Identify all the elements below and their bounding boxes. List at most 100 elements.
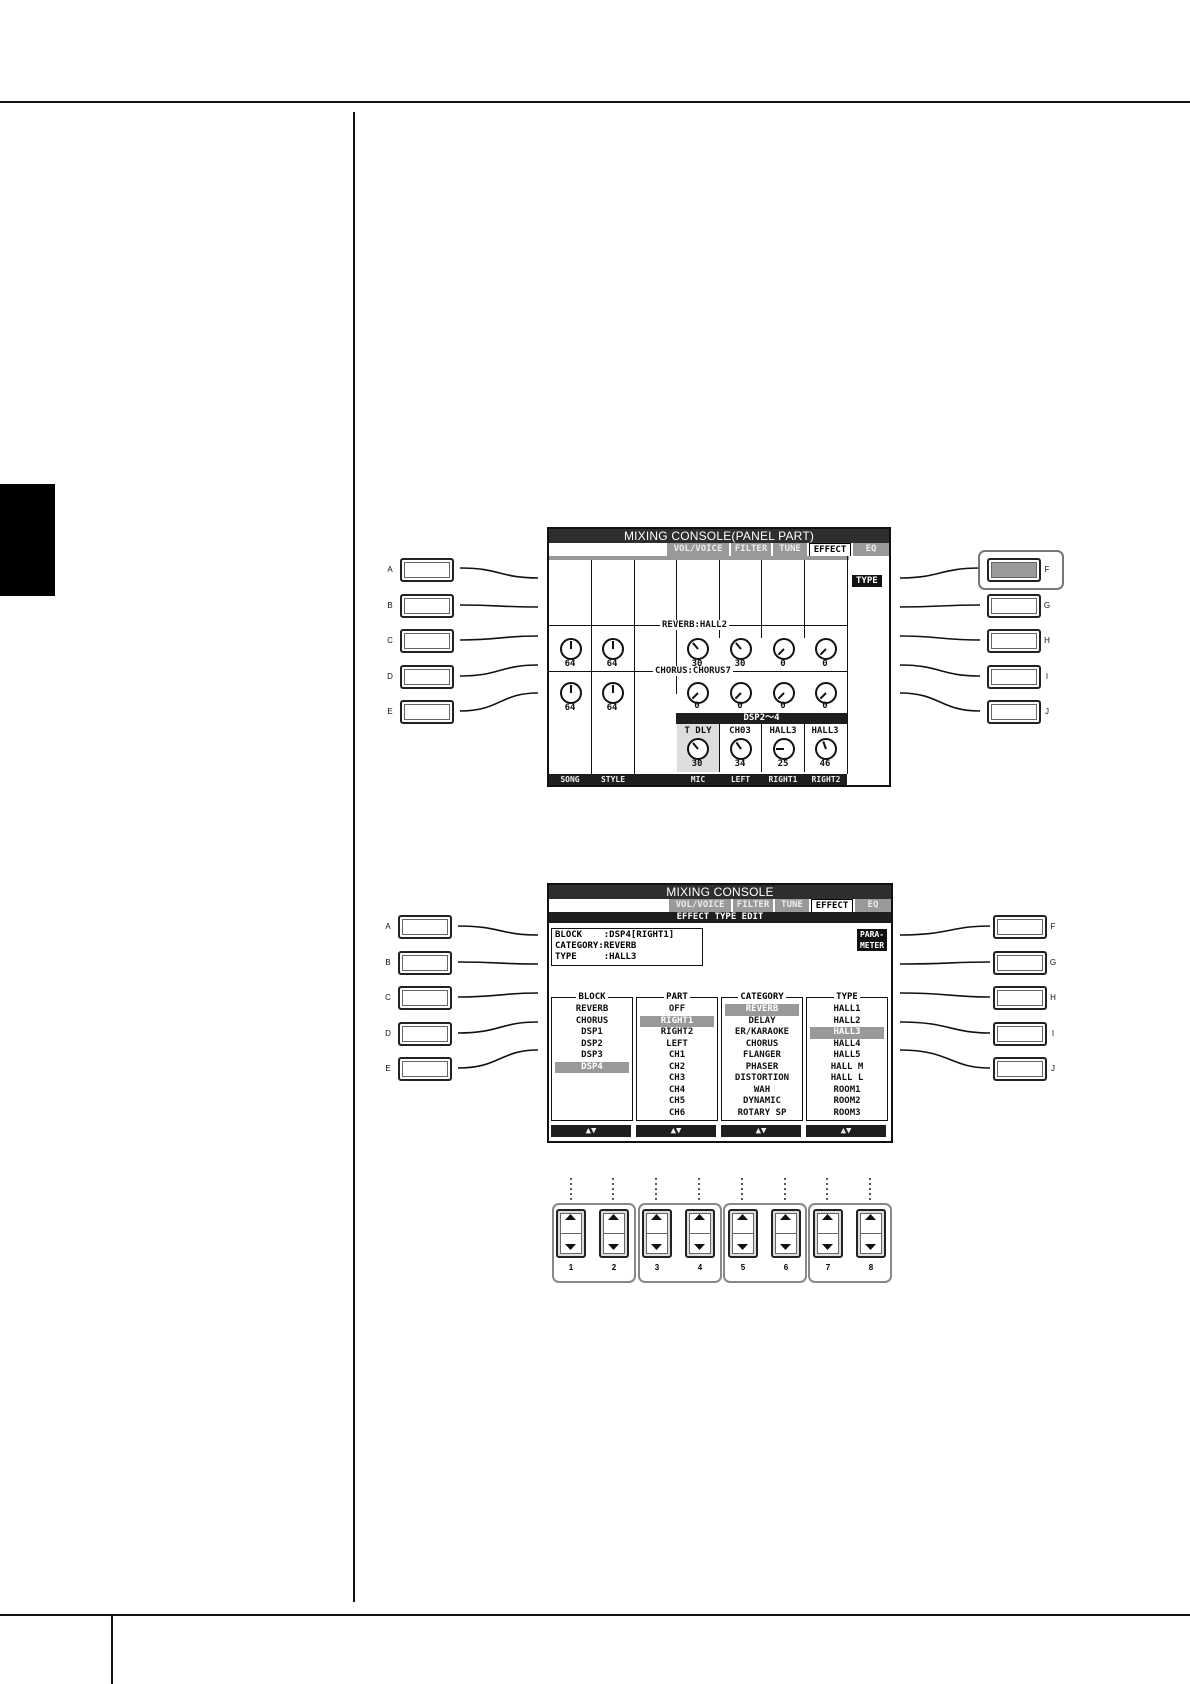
parameter-button[interactable]: PARA- METER [857, 929, 887, 951]
type-item-selected[interactable]: HALL3 [810, 1027, 884, 1039]
type-item[interactable]: HALL4 [833, 1038, 861, 1049]
reverb-knob-song[interactable] [560, 638, 582, 660]
updown-button-2[interactable] [599, 1209, 629, 1258]
panel-button-b[interactable] [400, 594, 454, 618]
dsp-knob-right2[interactable] [815, 738, 837, 760]
updown-button-8[interactable] [856, 1209, 886, 1258]
reverb-knob-right1[interactable] [773, 638, 795, 660]
panel-button-i[interactable] [987, 665, 1041, 689]
part-item[interactable]: CH2 [668, 1061, 686, 1072]
updown-button-6[interactable] [771, 1209, 801, 1258]
tab-effect-2[interactable]: EFFECT [811, 899, 853, 912]
tab-tune[interactable]: TUNE [773, 543, 807, 556]
block-item-selected[interactable]: DSP4 [555, 1061, 629, 1073]
tab-vol-voice-2[interactable]: VOL/VOICE [669, 899, 731, 912]
block-item[interactable]: REVERB [575, 1004, 609, 1014]
category-item[interactable]: FLANGER [743, 1050, 781, 1060]
panel-button-j-2[interactable] [993, 1057, 1047, 1081]
category-item-selected[interactable]: REVERB [725, 1004, 799, 1016]
updown-button-3[interactable] [642, 1209, 672, 1258]
type-item[interactable]: HALL2 [833, 1015, 861, 1026]
panel-button-g[interactable] [987, 594, 1041, 618]
type-item[interactable]: ROOM3 [833, 1107, 861, 1118]
part-item[interactable]: CH1 [668, 1050, 686, 1060]
panel-button-a-2[interactable] [398, 915, 452, 939]
part-item[interactable]: LEFT [666, 1038, 688, 1049]
category-item[interactable]: DELAY [748, 1015, 776, 1026]
panel-button-c-2[interactable] [398, 986, 452, 1010]
updown-button-4[interactable] [685, 1209, 715, 1258]
category-item[interactable]: ER/KARAOKE [734, 1027, 790, 1037]
category-scroll-arrows[interactable]: ▲▼ [721, 1125, 801, 1137]
type-item[interactable]: HALL5 [833, 1050, 861, 1060]
reverb-knob-style[interactable] [602, 638, 624, 660]
part-item[interactable]: CH4 [668, 1084, 686, 1095]
part-item[interactable]: CH5 [668, 1096, 686, 1106]
type-item[interactable]: HALL M [830, 1061, 864, 1072]
panel-button-b-2[interactable] [398, 951, 452, 975]
type-item[interactable]: HALL1 [833, 1004, 861, 1014]
part-item-selected[interactable]: RIGHT1 [640, 1015, 714, 1027]
panel-button-d[interactable] [400, 665, 454, 689]
panel-button-f-2[interactable] [993, 915, 1047, 939]
type-item[interactable]: ROOM1 [833, 1084, 861, 1095]
chorus-knob-style[interactable] [602, 682, 624, 704]
block-item[interactable]: DSP2 [581, 1038, 603, 1049]
updown-button-1[interactable] [556, 1209, 586, 1258]
dsp-knob-left[interactable] [730, 738, 752, 760]
panel-button-c[interactable] [400, 629, 454, 653]
chorus-knob-right1[interactable] [773, 682, 795, 704]
tab-eq-2[interactable]: EQ [855, 899, 891, 912]
tab-filter[interactable]: FILTER [731, 543, 771, 556]
panel-button-j[interactable] [987, 700, 1041, 724]
category-item[interactable]: ROTARY SP [737, 1107, 787, 1118]
updown-button-7[interactable] [813, 1209, 843, 1258]
reverb-knob-right2[interactable] [815, 638, 837, 660]
category-item[interactable]: WAH [753, 1084, 771, 1095]
reverb-knob-left[interactable] [730, 638, 752, 660]
part-item[interactable]: CH6 [668, 1107, 686, 1118]
tab-eq[interactable]: EQ [853, 543, 889, 556]
chorus-knob-right2[interactable] [815, 682, 837, 704]
updown-button-5[interactable] [728, 1209, 758, 1258]
chorus-knob-song[interactable] [560, 682, 582, 704]
category-item[interactable]: PHASER [745, 1061, 779, 1072]
category-item[interactable]: DYNAMIC [743, 1096, 781, 1106]
button-label-a-2: A [385, 922, 391, 931]
panel-button-h[interactable] [987, 629, 1041, 653]
panel-button-g-2[interactable] [993, 951, 1047, 975]
panel-button-h-2[interactable] [993, 986, 1047, 1010]
updown-label-2: 2 [611, 1263, 617, 1272]
button-label-j-2: J [1051, 1064, 1055, 1073]
type-button[interactable]: TYPE [852, 575, 882, 587]
panel-button-e-2[interactable] [398, 1057, 452, 1081]
dsp-knob-right1[interactable] [773, 738, 795, 760]
tab-tune-2[interactable]: TUNE [775, 899, 809, 912]
block-item[interactable]: CHORUS [575, 1015, 609, 1026]
block-item[interactable]: DSP3 [581, 1050, 603, 1060]
type-scroll-arrows[interactable]: ▲▼ [806, 1125, 886, 1137]
panel-button-f[interactable] [987, 558, 1041, 582]
panel-button-e[interactable] [400, 700, 454, 724]
part-item[interactable]: CH3 [668, 1073, 686, 1083]
category-item[interactable]: DISTORTION [734, 1073, 790, 1083]
chorus-knob-left[interactable] [730, 682, 752, 704]
part-scroll-arrows[interactable]: ▲▼ [636, 1125, 716, 1137]
panel-button-a[interactable] [400, 558, 454, 582]
tab-effect[interactable]: EFFECT [809, 543, 851, 556]
part-item[interactable]: RIGHT2 [660, 1027, 694, 1037]
block-item[interactable]: DSP1 [581, 1027, 603, 1037]
dsp-knob-mic[interactable] [687, 738, 709, 760]
panel-button-i-2[interactable] [993, 1022, 1047, 1046]
part-item[interactable]: OFF [668, 1004, 686, 1014]
reverb-knob-mic[interactable] [687, 638, 709, 660]
block-scroll-arrows[interactable]: ▲▼ [551, 1125, 631, 1137]
category-item[interactable]: CHORUS [745, 1038, 779, 1049]
pressed-button-highlight [978, 550, 1064, 590]
type-item[interactable]: ROOM2 [833, 1096, 861, 1106]
tab-vol-voice[interactable]: VOL/VOICE [667, 543, 729, 556]
panel-button-d-2[interactable] [398, 1022, 452, 1046]
type-item[interactable]: HALL L [830, 1073, 864, 1083]
chorus-knob-mic[interactable] [687, 682, 709, 704]
tab-filter-2[interactable]: FILTER [733, 899, 773, 912]
